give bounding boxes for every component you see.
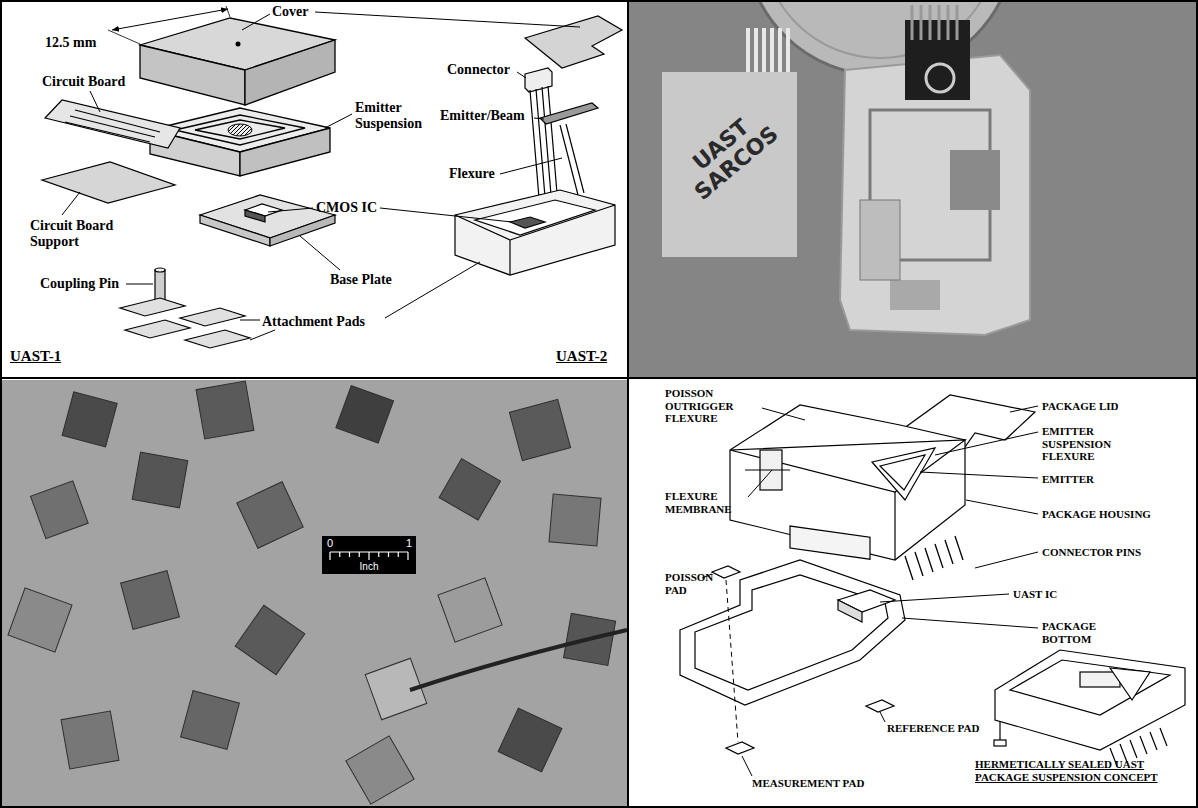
scale-text: 0 xyxy=(327,538,333,549)
part-label: UAST-1 xyxy=(10,348,61,365)
part-label: Base Plate xyxy=(330,272,392,288)
part-label: MEASUREMENT PAD xyxy=(752,777,864,790)
part-label: EMITTER SUSPENSION FLEXURE xyxy=(1042,425,1132,463)
part-label: Connector xyxy=(447,62,510,78)
part-label: Flexure xyxy=(449,166,495,182)
part-label: PACKAGE HOUSING xyxy=(1042,508,1151,521)
part-label: POISSON OUTRIGGER FLEXURE xyxy=(665,387,760,425)
part-label: CONNECTOR PINS xyxy=(1042,546,1141,559)
part-label: Circuit Board Support xyxy=(30,218,130,250)
part-label: Cover xyxy=(272,4,309,20)
part-label: Emitter/Beam xyxy=(440,108,525,124)
part-label: PACKAGE BOTTOM xyxy=(1042,620,1112,645)
part-label: Attachment Pads xyxy=(262,314,365,330)
part-label: FLEXURE MEMBRANE xyxy=(665,490,745,515)
part-label: REFERENCE PAD xyxy=(887,722,979,735)
part-label: Emitter Suspension xyxy=(355,100,435,132)
part-label: Circuit Board xyxy=(42,74,125,90)
part-label: HERMETICALLY SEALED UAST PACKAGE SUSPENS… xyxy=(975,758,1190,783)
part-label: EMITTER xyxy=(1042,473,1094,486)
part-label: PACKAGE LID xyxy=(1042,400,1119,413)
device-marking: UAST SARCOS xyxy=(671,100,786,208)
part-label: UAST-2 xyxy=(556,348,607,365)
device-chip: UAST SARCOS xyxy=(662,72,797,257)
part-label: Coupling Pin xyxy=(40,276,119,292)
scale-text: 1 xyxy=(406,538,412,549)
part-label: UAST IC xyxy=(1013,588,1057,601)
scale-bar: 0 1Inch xyxy=(322,536,416,574)
part-label: CMOS IC xyxy=(316,200,377,216)
part-label: POISSON PAD xyxy=(665,571,725,596)
part-label: 12.5 mm xyxy=(45,35,96,51)
scale-text: Inch xyxy=(322,562,416,572)
